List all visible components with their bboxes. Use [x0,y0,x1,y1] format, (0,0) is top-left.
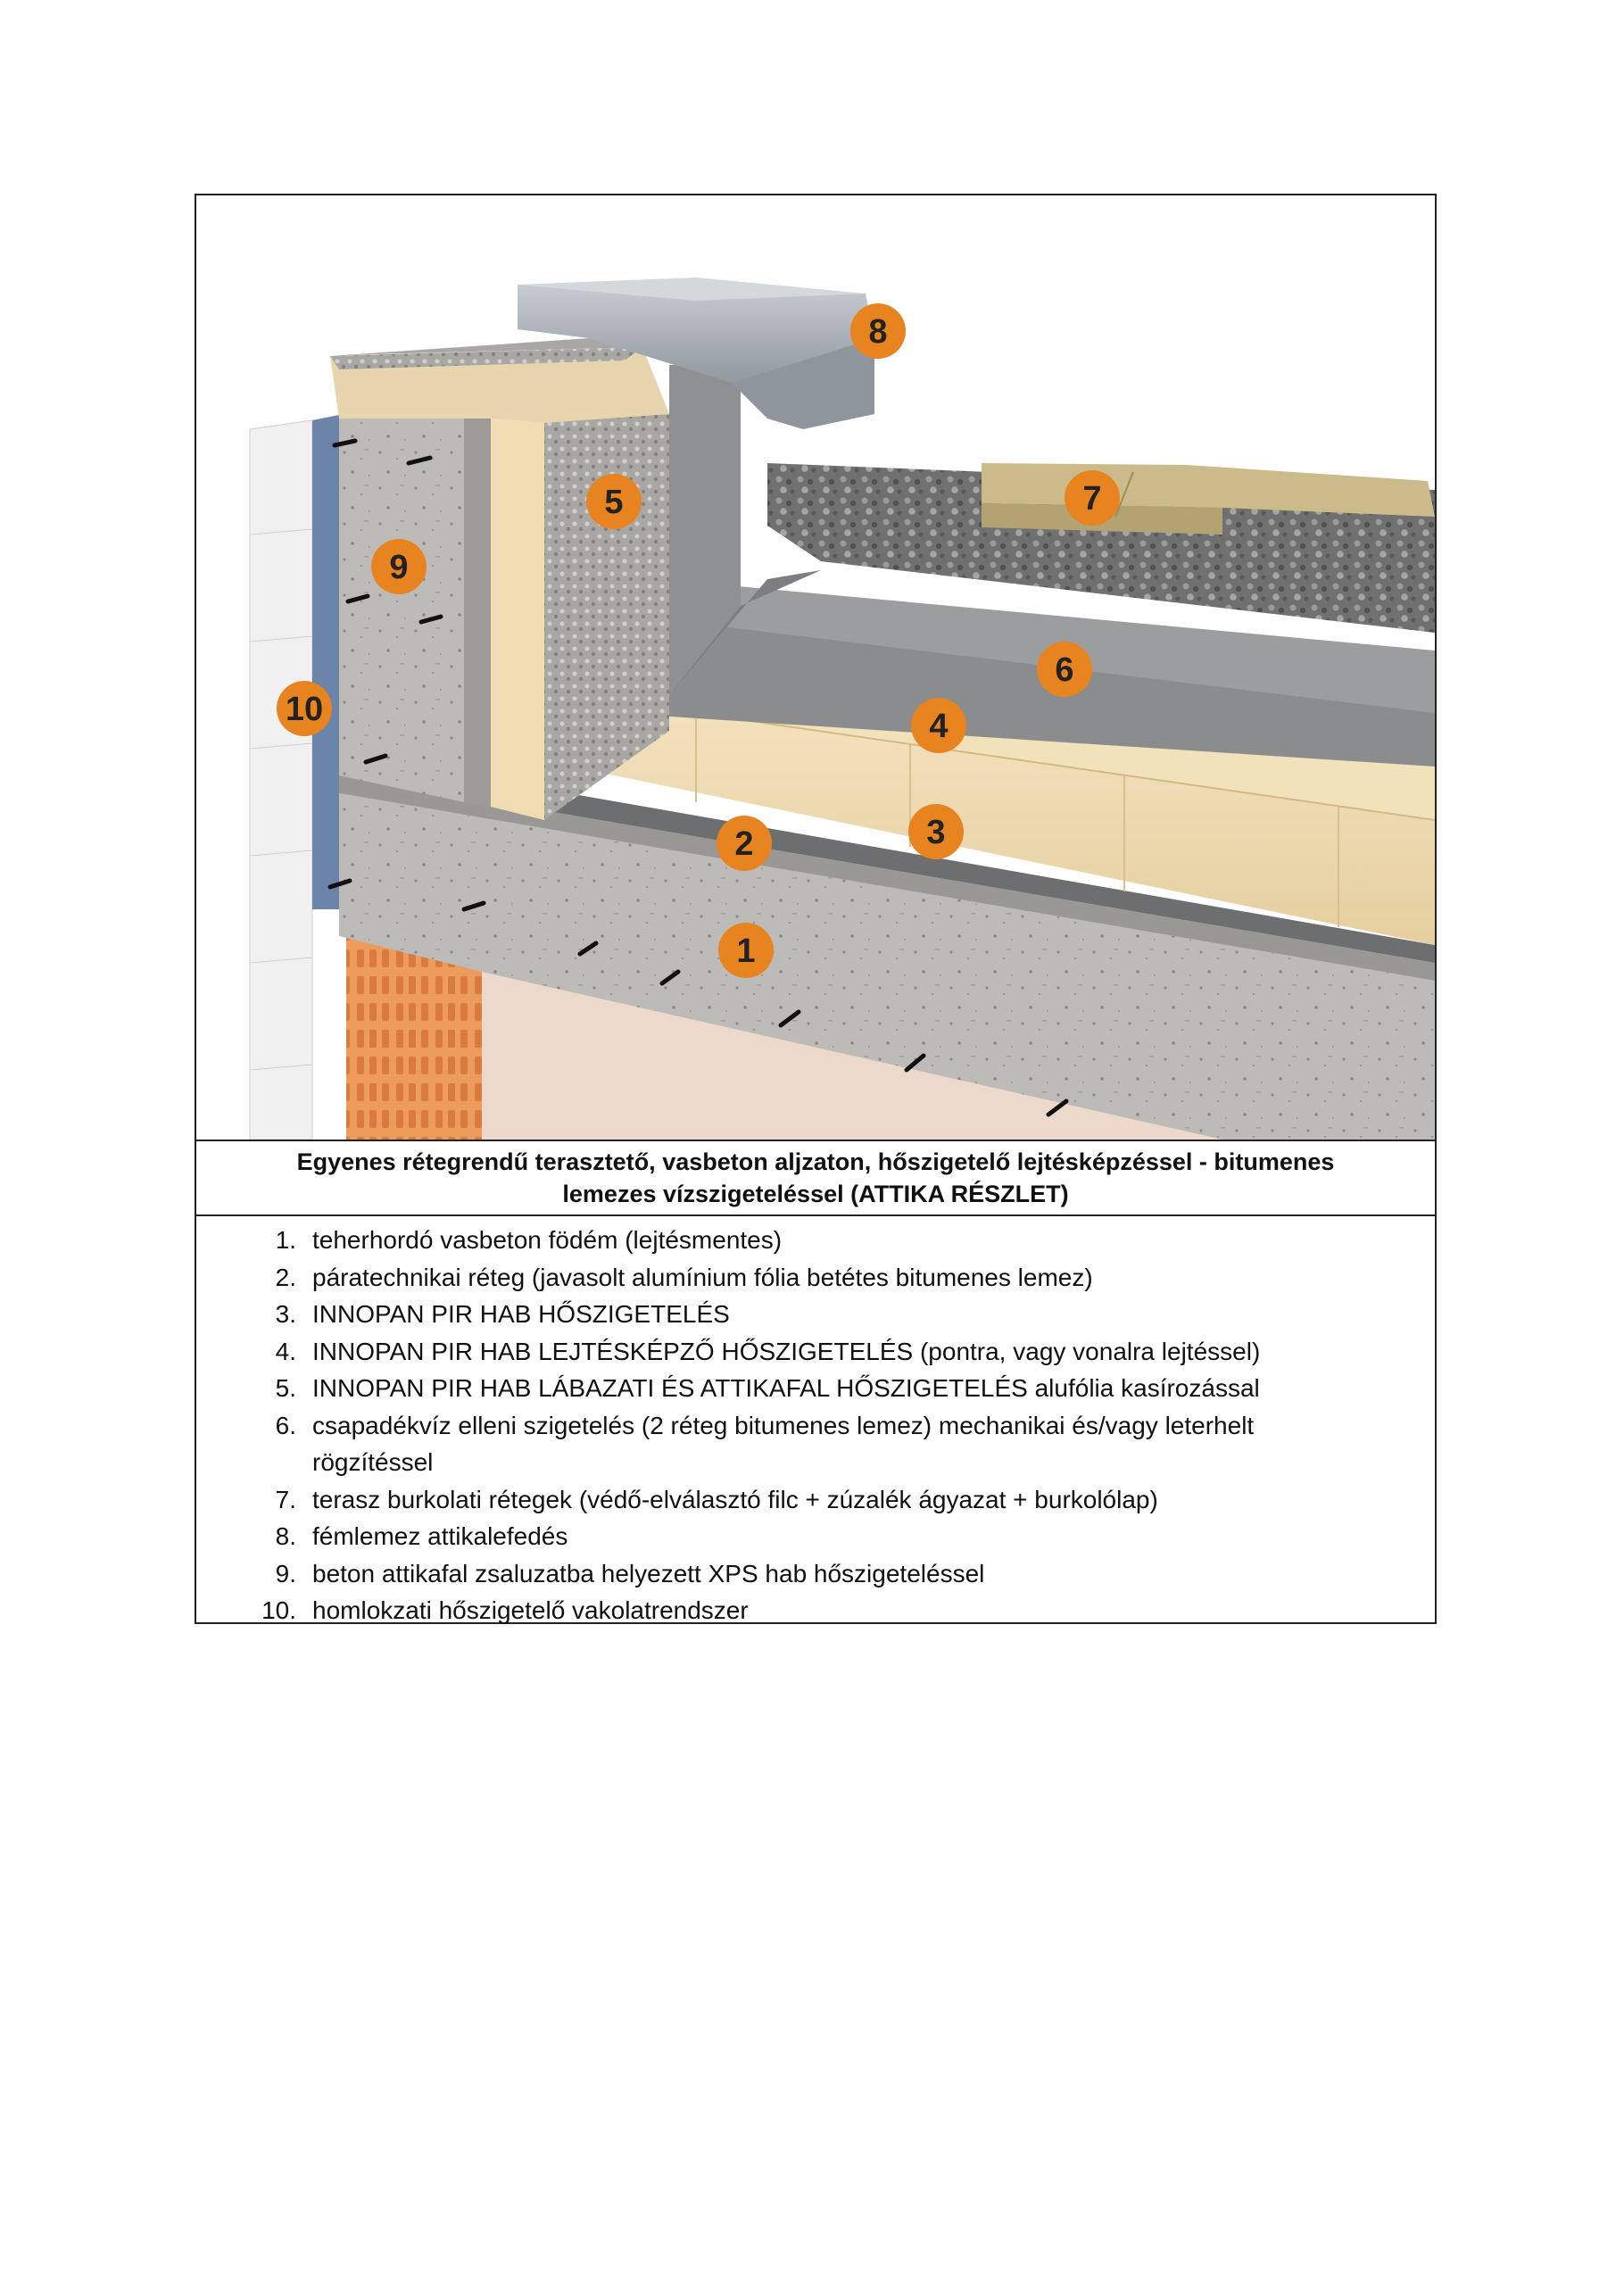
legend-item-4: 4. INNOPAN PIR HAB LEJTÉSKÉPZŐ HŐSZIGETE… [275,1337,1261,1365]
svg-text:3: 3 [926,814,945,851]
callout-3-marker: 3 [908,804,964,859]
legend-item-9: 9. beton attikafal zsaluzatba helyezett … [275,1559,985,1587]
callout-7-marker: 7 [1065,470,1120,526]
callout-2-marker: 2 [717,816,772,871]
callout-5-marker: 5 [586,474,642,529]
svg-text:8: 8 [868,313,887,351]
callout-1-marker: 1 [718,923,774,978]
roof-section-illustration: 8 5 7 9 6 10 4 [196,195,1435,1140]
legend-item-6-continuation: rögzítéssel [312,1448,434,1476]
diagram-caption: Egyenes rétegrendű terasztető, vasbeton … [196,1140,1435,1216]
svg-text:7: 7 [1082,480,1101,518]
callout-9-marker: 9 [371,539,427,594]
callout-10-marker: 10 [277,681,332,736]
svg-text:4: 4 [929,708,948,745]
legend-item-5: 5. INNOPAN PIR HAB LÁBAZATI ÉS ATTIKAFAL… [275,1374,1260,1402]
legend-item-2: 2. páratechnikai réteg (javasolt alumíni… [275,1263,1093,1291]
svg-text:6: 6 [1055,651,1073,689]
caption-line-1: Egyenes rétegrendű terasztető, vasbeton … [296,1148,1335,1175]
document-frame: 8 5 7 9 6 10 4 [195,194,1437,1624]
legend-item-8: 8. fémlemez attikalefedés [275,1522,568,1550]
legend-list: 1. teherhordó vasbeton födém (lejtésment… [196,1222,1435,1629]
callout-6-marker: 6 [1037,642,1092,697]
legend-item-10: 10. homlokzati hőszigetelő vakolatrendsz… [261,1596,749,1624]
callout-4-marker: 4 [911,698,966,753]
caption-line-2: lemezes vízszigeteléssel (ATTIKA RÉSZLET… [562,1181,1069,1207]
legend-item-1: 1. teherhordó vasbeton födém (lejtésment… [275,1226,783,1254]
legend-item-7: 7. terasz burkolati rétegek (védő-elvála… [275,1485,1158,1513]
svg-text:2: 2 [734,825,753,863]
callout-8-marker: 8 [850,303,906,359]
legend-item-3: 3. INNOPAN PIR HAB HŐSZIGETELÉS [275,1300,730,1328]
svg-text:9: 9 [389,549,408,586]
svg-text:10: 10 [286,691,323,728]
svg-text:5: 5 [604,484,623,521]
svg-text:1: 1 [736,932,755,970]
legend-item-6: 6. csapadékvíz elleni szigetelés (2 réte… [275,1411,1255,1439]
